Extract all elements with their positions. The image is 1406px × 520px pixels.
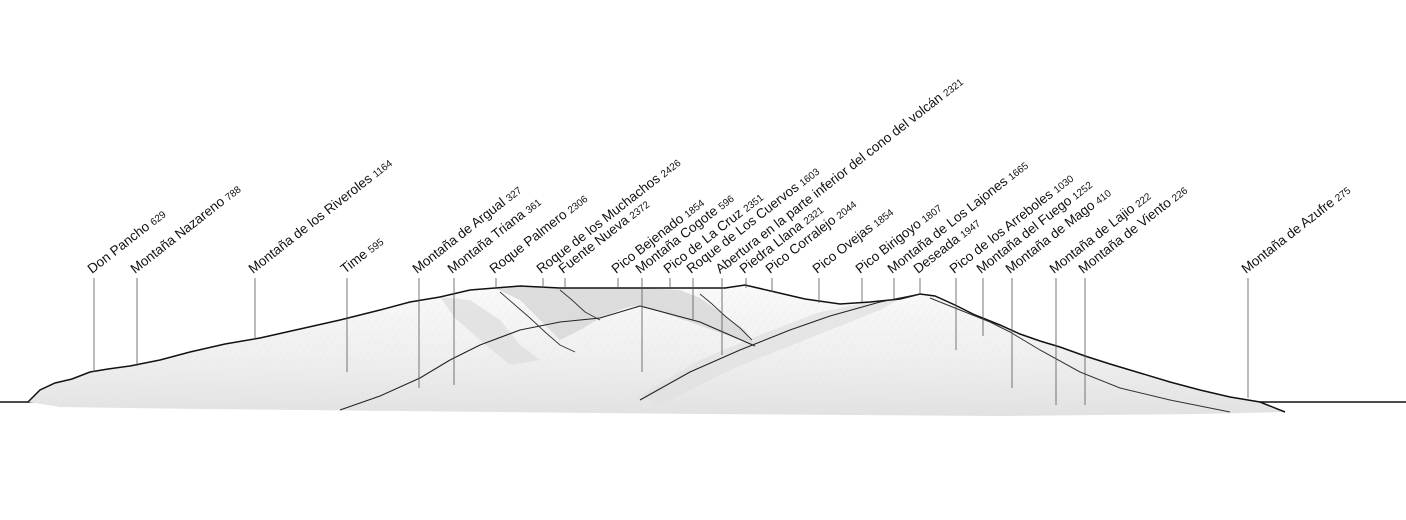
peak-elevation: 2044 — [835, 199, 860, 222]
ridge-shade-caldera — [495, 286, 755, 346]
peak-label: Montaña de los Riveroles 1164 — [246, 155, 396, 276]
inner-ridge-6 — [699, 293, 753, 341]
ridge-shade-south — [640, 299, 900, 405]
inner-ridge-4 — [499, 291, 576, 353]
peak-elevation: 2426 — [659, 158, 684, 181]
peak-name: Montaña de Azufre — [1239, 192, 1340, 276]
peak-elevation: 1164 — [371, 158, 395, 180]
ridge-line — [27, 284, 1286, 413]
peak-elevation: 2321 — [942, 77, 967, 100]
ridge-shade-west — [440, 297, 540, 365]
peak-label: Time 595 — [338, 234, 387, 277]
peak-elevation: 2306 — [566, 194, 591, 217]
inner-ridge-2 — [639, 293, 921, 401]
inner-ridge-1 — [339, 305, 756, 411]
peak-elevation: 1665 — [1007, 160, 1032, 183]
peak-label: Montaña de Azufre 275 — [1239, 182, 1354, 276]
peak-elevation: 1854 — [872, 207, 897, 230]
inner-ridge-5 — [559, 289, 601, 321]
inner-ridge-3 — [929, 297, 1231, 413]
